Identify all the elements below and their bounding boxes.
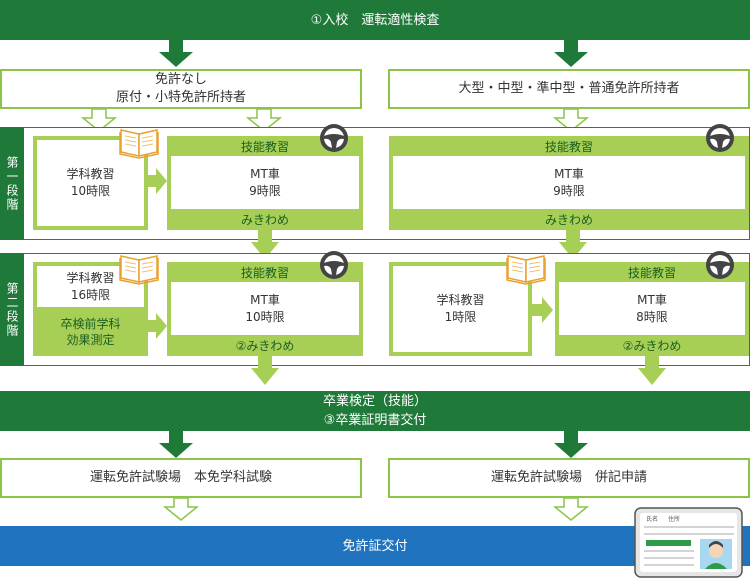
down-arrow-icon: [159, 431, 193, 458]
no-license-line2: 原付・小特免許所持者: [115, 90, 246, 105]
book-icon: [119, 255, 159, 285]
right-arrow-icon: [146, 168, 167, 194]
stage1-right-skill-line2: 9時限: [553, 183, 585, 198]
stage2-gakka-right-line1: 学科教習: [436, 293, 485, 307]
stage2-kouka-line1: 卒検前学科: [60, 317, 121, 331]
stage2-gakka-right-line2: 1時限: [444, 310, 477, 324]
down-arrow-icon: [251, 354, 279, 385]
license-card-icon: 氏名 住所: [634, 507, 743, 578]
stage1-gakka-line1: 学科教習: [66, 167, 115, 181]
stage2-left-skill-head: 技能教習: [240, 266, 289, 280]
stage2-label: 第二段階: [0, 253, 24, 366]
stage2-kouka-line2: 効果測定: [66, 333, 115, 347]
steering-wheel-icon: [320, 124, 348, 152]
endorsement-box: 運転免許試験場 併記申請: [388, 458, 750, 498]
down-arrow-icon: [638, 354, 666, 385]
academic-exam-box: 運転免許試験場 本免学科試験: [0, 458, 362, 498]
stage1-left-skill-line1: MT車: [250, 166, 280, 181]
steering-wheel-icon: [706, 124, 734, 152]
outline-arrow-icon: [553, 108, 589, 132]
down-arrow-icon: [554, 431, 588, 458]
stage2-gakka-right-box: 学科教習 1時限: [393, 266, 528, 352]
down-arrow-icon: [554, 40, 588, 67]
stage1-right-skill-head: 技能教習: [544, 140, 593, 154]
steering-wheel-icon: [320, 251, 348, 279]
stage2-left-skill-line1: MT車: [250, 292, 280, 307]
stage2-right-skill-line1: MT車: [637, 292, 667, 307]
stage2-right-skill-head: 技能教習: [627, 266, 676, 280]
down-arrow-icon: [251, 228, 279, 259]
book-icon: [506, 255, 546, 285]
right-arrow-icon: [146, 313, 167, 339]
stage2-gakka-line1: 学科教習: [66, 270, 115, 285]
steering-wheel-icon: [706, 251, 734, 279]
graduation-bar: 卒業検定（技能） ③卒業証明書交付: [0, 391, 750, 431]
license-holder-box: 大型・中型・準中型・普通免許所持者: [388, 69, 750, 109]
stage1-right-skill-body: MT車 9時限: [393, 156, 745, 209]
endorsement-text: 運転免許試験場 併記申請: [490, 470, 647, 485]
outline-arrow-icon: [246, 108, 282, 132]
down-arrow-icon: [159, 40, 193, 67]
stage1-left-skill-head: 技能教習: [240, 140, 289, 154]
stage1-label-text: 第一段階: [5, 155, 19, 212]
graduation-line2: ③卒業証明書交付: [323, 413, 427, 428]
academic-exam-text: 運転免許試験場 本免学科試験: [89, 470, 272, 485]
license-issue-bar: 免許証交付: [0, 526, 750, 566]
outline-arrow-icon: [553, 497, 589, 521]
card-tab1: 氏名: [646, 515, 658, 523]
stage1-left-mikiwame: みきわめ: [240, 213, 289, 227]
enrollment-bar-text: ①入校 運転適性検査: [310, 12, 440, 28]
no-license-line1: 免許なし: [154, 72, 207, 87]
book-icon: [119, 129, 159, 159]
stage1-gakka-box: 学科教習 10時限: [37, 140, 144, 226]
stage2-right-skill-body: MT車 8時限: [559, 282, 745, 335]
stage2-label-text: 第二段階: [5, 281, 19, 338]
stage2-left-skill-body: MT車 10時限: [171, 282, 359, 335]
right-arrow-icon: [532, 297, 553, 323]
stage1-label: 第一段階: [0, 127, 24, 240]
graduation-line1: 卒業検定（技能）: [322, 394, 427, 409]
outline-arrow-icon: [81, 108, 117, 132]
outline-arrow-icon: [163, 497, 199, 521]
stage2-right-skill-line2: 8時限: [636, 309, 668, 324]
stage1-right-mikiwame: みきわめ: [544, 213, 593, 227]
stage2-right-mikiwame: ②みきわめ: [622, 339, 682, 353]
stage2-gakka-line2: 16時限: [70, 287, 111, 302]
stage2-kouka-box: 卒検前学科 効果測定: [37, 311, 144, 353]
card-tab2: 住所: [668, 515, 680, 523]
stage1-right-skill-line1: MT車: [554, 166, 584, 181]
stage1-left-skill-line2: 9時限: [249, 183, 281, 198]
stage1-gakka-line2: 10時限: [70, 184, 111, 198]
stage2-left-mikiwame: ②みきわめ: [235, 339, 295, 353]
no-license-box: 免許なし 原付・小特免許所持者: [0, 69, 362, 109]
down-arrow-icon: [559, 228, 587, 259]
license-issue-text: 免許証交付: [342, 538, 408, 554]
enrollment-bar: ①入校 運転適性検査: [0, 0, 750, 40]
license-holder-text: 大型・中型・準中型・普通免許所持者: [458, 81, 680, 96]
stage2-left-skill-line2: 10時限: [245, 309, 285, 324]
stage1-left-skill-body: MT車 9時限: [171, 156, 359, 209]
